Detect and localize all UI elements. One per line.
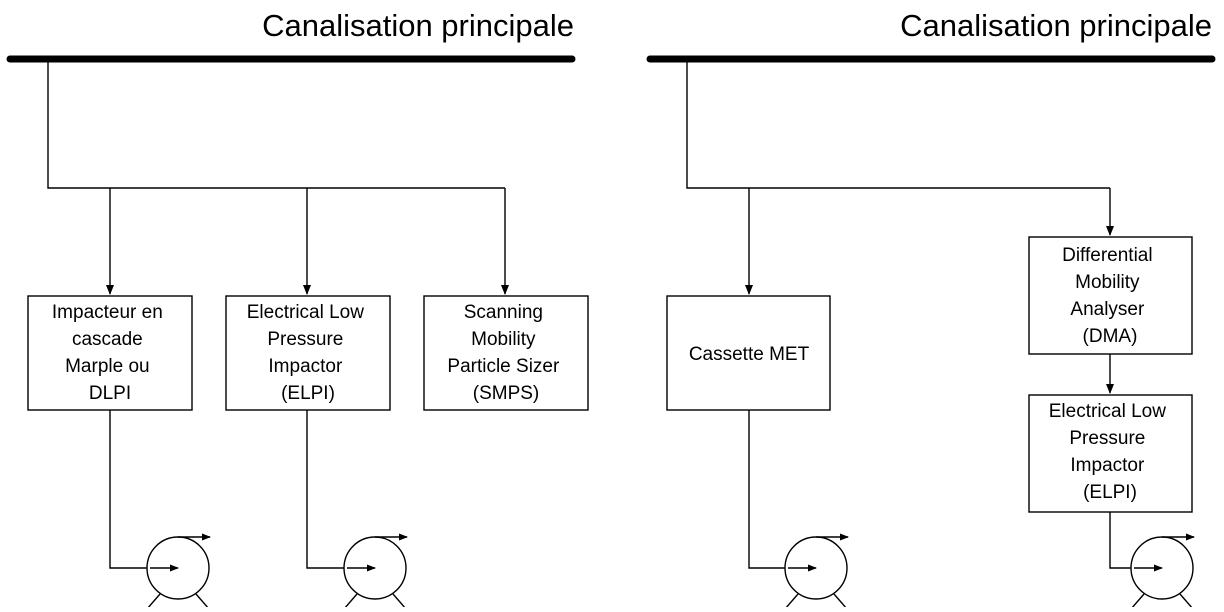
left-box-elpi: Electrical Low Pressure Impactor (ELPI)	[225, 295, 391, 411]
right-title: Canalisation principale	[900, 8, 1212, 43]
left-box-elpi-label: Electrical Low Pressure Impactor (ELPI)	[247, 302, 370, 404]
pump-icon	[343, 533, 408, 610]
left-diagram: Canalisation principale Impacteur en cas…	[6, 8, 589, 610]
left-box-smps-label: Scanning Mobility Particle Sizer (SMPS)	[447, 302, 564, 404]
right-box-dma-label: Differential Mobility Analyser (DMA)	[1062, 245, 1158, 347]
left-box-impactor: Impacteur en cascade Marple ou DLPI	[27, 295, 193, 411]
left-box-smps: Scanning Mobility Particle Sizer (SMPS)	[423, 295, 589, 411]
right-diagram: Canalisation principale Cassette MET Dif…	[646, 8, 1216, 610]
right-box-elpi: Electrical Low Pressure Impactor (ELPI)	[1028, 394, 1193, 513]
left-box-impactor-label: Impacteur en cascade Marple ou DLPI	[52, 302, 168, 404]
right-box-cassette: Cassette MET	[666, 295, 831, 411]
pump-icon	[146, 533, 211, 610]
right-box-dma: Differential Mobility Analyser (DMA)	[1028, 236, 1193, 355]
pump-icon	[784, 533, 849, 610]
right-box-elpi-label: Electrical Low Pressure Impactor (ELPI)	[1049, 401, 1172, 503]
left-title: Canalisation principale	[262, 8, 574, 43]
right-manifold-line	[686, 60, 1110, 189]
right-box-cassette-label: Cassette MET	[689, 344, 810, 365]
left-manifold-line	[47, 60, 505, 189]
pump-icon	[1130, 533, 1195, 610]
